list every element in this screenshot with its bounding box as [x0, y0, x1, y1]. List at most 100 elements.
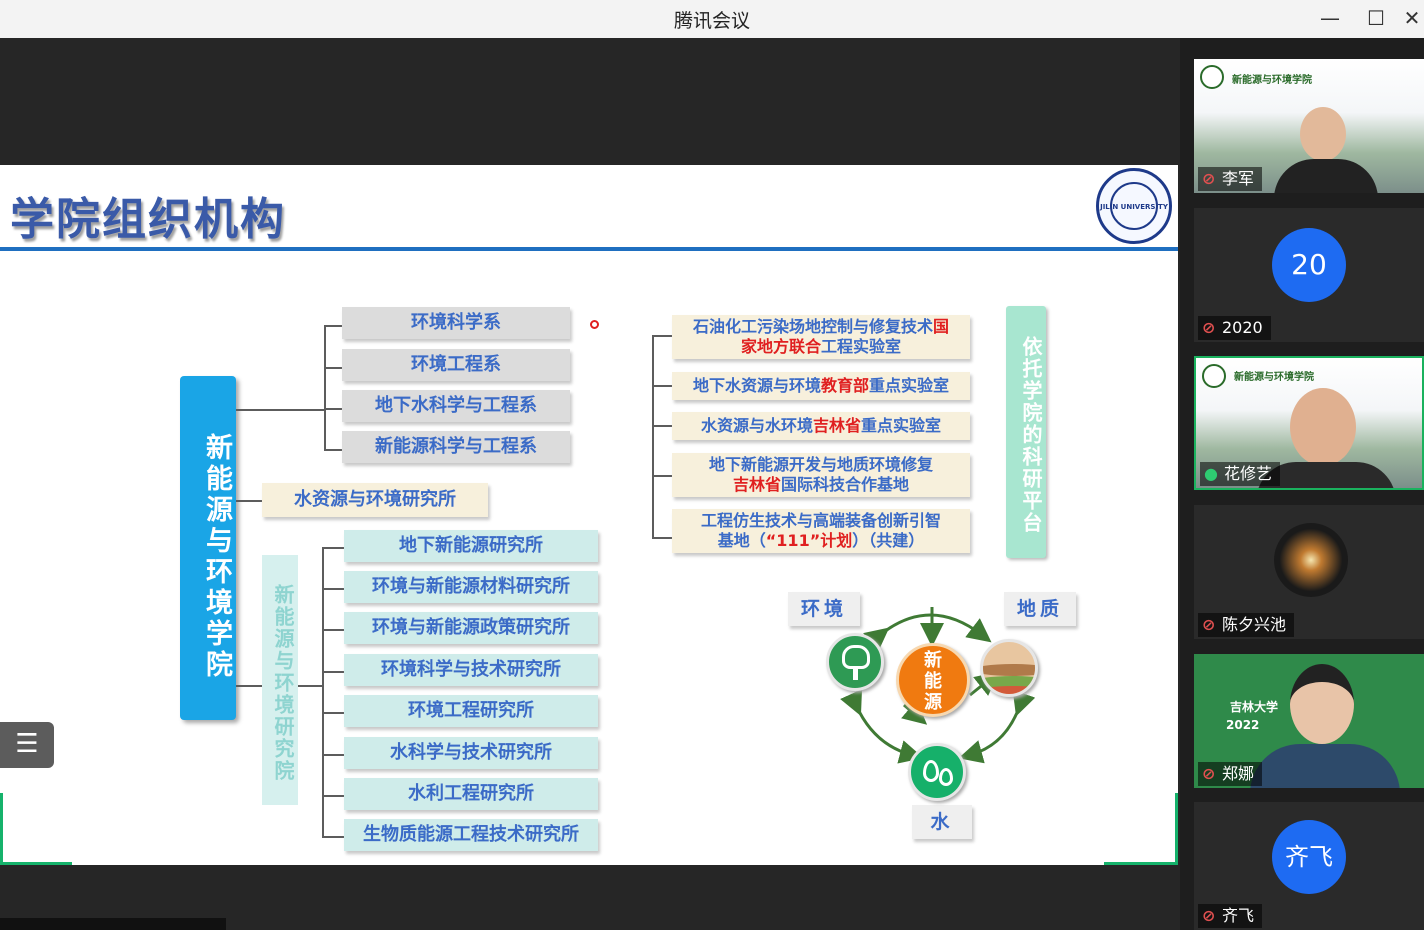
slide-corner — [0, 862, 72, 865]
connector-line — [652, 335, 672, 337]
participant-tile[interactable]: 20 ⊘2020 — [1194, 208, 1424, 342]
connector-line — [652, 475, 672, 477]
slide-header: 学院组织机构 JILIN UNIVERSITY — [0, 165, 1178, 251]
lab-text-highlight: 国 — [933, 317, 950, 336]
new-energy-center: 新能源 — [896, 643, 970, 717]
connector-line — [324, 367, 342, 369]
connector-line — [652, 335, 654, 539]
department-box: 地下水科学与工程系 — [342, 390, 570, 422]
participant-tile[interactable]: ⊘ 陈夕兴池 — [1194, 505, 1424, 639]
connector-line — [322, 712, 344, 714]
seal-text: JILIN UNIVERSITY — [1100, 203, 1168, 211]
participant-tile[interactable]: 齐飞 ⊘齐飞 — [1194, 802, 1424, 930]
connector-line — [298, 685, 322, 687]
institute-box: 环境科学与技术研究所 — [344, 654, 598, 686]
participant-name-tag: ● 花修艺 — [1200, 462, 1281, 486]
institute-box: 环境与新能源政策研究所 — [344, 612, 598, 644]
maximize-button[interactable]: ☐ — [1367, 6, 1385, 30]
participant-tile[interactable]: 新能源与环境学院 ⊘ 李军 — [1194, 59, 1424, 193]
participant-name: 陈夕兴池 — [1222, 615, 1287, 634]
lab-box: 工程仿生技术与高端装备创新引智 基地（“111”计划）（共建） — [672, 509, 970, 553]
connector-line — [324, 325, 326, 449]
participant-face — [1300, 107, 1346, 161]
participant-name-tag: ⊘郑娜 — [1198, 762, 1263, 786]
shared-screen-stage: 学院组织机构 JILIN UNIVERSITY 新能源与环境学院 环境科学系 环… — [0, 38, 1180, 930]
institute-group-box: 新能源与环境研究院 — [262, 555, 298, 805]
seal-inner-ring — [1110, 182, 1158, 230]
laser-pointer-icon — [590, 320, 599, 329]
lab-text: 重点实验室 — [861, 416, 942, 435]
lab-text: 基地（ — [717, 531, 766, 550]
institute-box: 环境工程研究所 — [344, 695, 598, 727]
lab-text-highlight: 家地方联合 — [740, 337, 821, 356]
mic-on-icon: ● — [1204, 464, 1218, 483]
connector-line — [322, 588, 344, 590]
participant-name-tag: ⊘齐飞 — [1198, 904, 1263, 928]
department-box: 环境工程系 — [342, 349, 570, 381]
institute-box: 生物质能源工程技术研究所 — [344, 819, 598, 851]
connector-line — [324, 325, 342, 327]
department-box: 环境科学系 — [342, 307, 570, 339]
window-titlebar: 腾讯会议 — ☐ ✕ — [0, 0, 1424, 38]
participant-tile[interactable]: 吉林大学 学院 2022 ⊘郑娜 — [1194, 654, 1424, 788]
college-box: 新能源与环境学院 — [180, 376, 236, 720]
university-seal-icon: JILIN UNIVERSITY — [1096, 168, 1172, 244]
connector-line — [322, 547, 344, 549]
participant-body — [1250, 744, 1400, 788]
tree-icon — [826, 633, 884, 691]
participant-name: 花修艺 — [1224, 464, 1273, 483]
lab-text: 石油化工污染场地控制与修复技术 — [692, 317, 933, 336]
connector-line — [236, 685, 262, 687]
video-banner: 新能源与环境学院 — [1234, 372, 1314, 383]
mic-muted-icon: ⊘ — [1202, 906, 1216, 925]
close-button[interactable]: ✕ — [1403, 6, 1421, 30]
connector-line — [322, 547, 324, 837]
participant-tile-active[interactable]: 新能源与环境学院 ● 花修艺 — [1194, 356, 1424, 490]
slide-corner — [1104, 862, 1178, 865]
connector-line — [236, 409, 326, 411]
presentation-slide: 学院组织机构 JILIN UNIVERSITY 新能源与环境学院 环境科学系 环… — [0, 165, 1178, 865]
institute-box: 水科学与技术研究所 — [344, 737, 598, 769]
connector-line — [324, 449, 342, 451]
mic-muted-icon: ⊘ — [1202, 764, 1216, 783]
participant-name: 李军 — [1222, 169, 1255, 188]
slide-corner — [1175, 793, 1178, 865]
research-platform-label: 依托学院的科研平台 — [1006, 306, 1046, 558]
lab-box: 地下水资源与环境教育部重点实验室 — [672, 372, 970, 400]
lab-text: 地下新能源开发与地质环境修复 — [708, 455, 933, 474]
environment-label: 环境 — [788, 592, 860, 626]
water-label: 水 — [912, 805, 972, 839]
connector-line — [652, 385, 672, 387]
lab-box: 水资源与水环境吉林省重点实验室 — [672, 412, 970, 440]
energy-cycle-arrows-icon — [840, 607, 1036, 764]
lab-text: 地下水资源与环境 — [692, 376, 821, 395]
connector-line — [322, 795, 344, 797]
lab-text: ）（共建） — [852, 531, 925, 550]
geology-label: 地质 — [1004, 592, 1076, 626]
minimize-button[interactable]: — — [1320, 6, 1340, 30]
lab-text: 工程仿生技术与高端装备创新引智 — [700, 511, 941, 530]
water-institute-box: 水资源与环境研究所 — [262, 483, 488, 517]
lab-text: 重点实验室 — [869, 376, 950, 395]
lab-box: 石油化工污染场地控制与修复技术国 家地方联合工程实验室 — [672, 315, 970, 359]
slide-corner — [0, 793, 3, 865]
mic-muted-icon: ⊘ — [1202, 169, 1216, 188]
center-label: 新能源 — [924, 650, 942, 713]
connector-line — [236, 500, 262, 502]
water-drop-icon — [908, 743, 966, 801]
menu-list-icon[interactable]: ☰ — [0, 722, 54, 768]
participant-face — [1290, 664, 1354, 744]
institute-box: 水利工程研究所 — [344, 778, 598, 810]
participant-avatar: 齐飞 — [1272, 820, 1346, 894]
lab-text: 水资源与水环境 — [700, 416, 813, 435]
fireworks-avatar-icon — [1274, 523, 1348, 597]
geology-strata-icon — [980, 639, 1038, 697]
lab-text-highlight: “111”计划 — [765, 531, 853, 550]
lab-text-highlight: 吉林省 — [732, 475, 781, 494]
school-logo-icon — [1202, 364, 1226, 388]
header-rule — [0, 247, 1178, 251]
video-banner: 新能源与环境学院 — [1232, 75, 1312, 86]
mic-muted-icon: ⊘ — [1202, 615, 1216, 634]
participant-name-tag: ⊘2020 — [1198, 316, 1271, 340]
connector-line — [324, 408, 342, 410]
